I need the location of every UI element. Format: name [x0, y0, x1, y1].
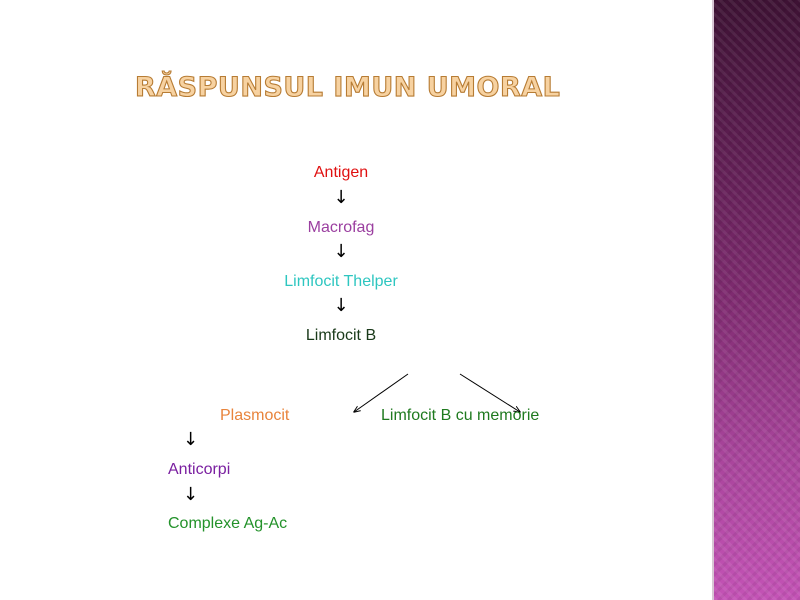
branch-arrow-right — [459, 373, 520, 412]
slide-title: RĂSPUNSUL IMUN UMORAL — [134, 71, 561, 103]
node-anticorpi: Anticorpi — [168, 461, 231, 478]
arrow-down-icon: ↓ — [333, 295, 349, 316]
node-plasmocit: Plasmocit — [220, 407, 290, 424]
node-antigen: Antigen — [313, 164, 369, 181]
branch-arrow-left — [354, 373, 409, 412]
node-limfocit-b-memorie: Limfocit B cu memorie — [381, 407, 540, 424]
decorative-side-bar — [714, 0, 800, 600]
arrow-down-icon: ↓ — [183, 484, 199, 505]
arrow-down-icon: ↓ — [333, 241, 349, 262]
node-complexe-ag-ac: Complexe Ag-Ac — [168, 515, 288, 532]
node-limfocit-thelper: Limfocit Thelper — [284, 273, 398, 290]
node-limfocit-b: Limfocit B — [305, 327, 377, 344]
arrow-down-icon: ↓ — [333, 187, 349, 208]
node-macrofag: Macrofag — [307, 219, 375, 236]
side-bar-edge — [712, 0, 714, 600]
arrow-down-icon: ↓ — [183, 429, 199, 450]
